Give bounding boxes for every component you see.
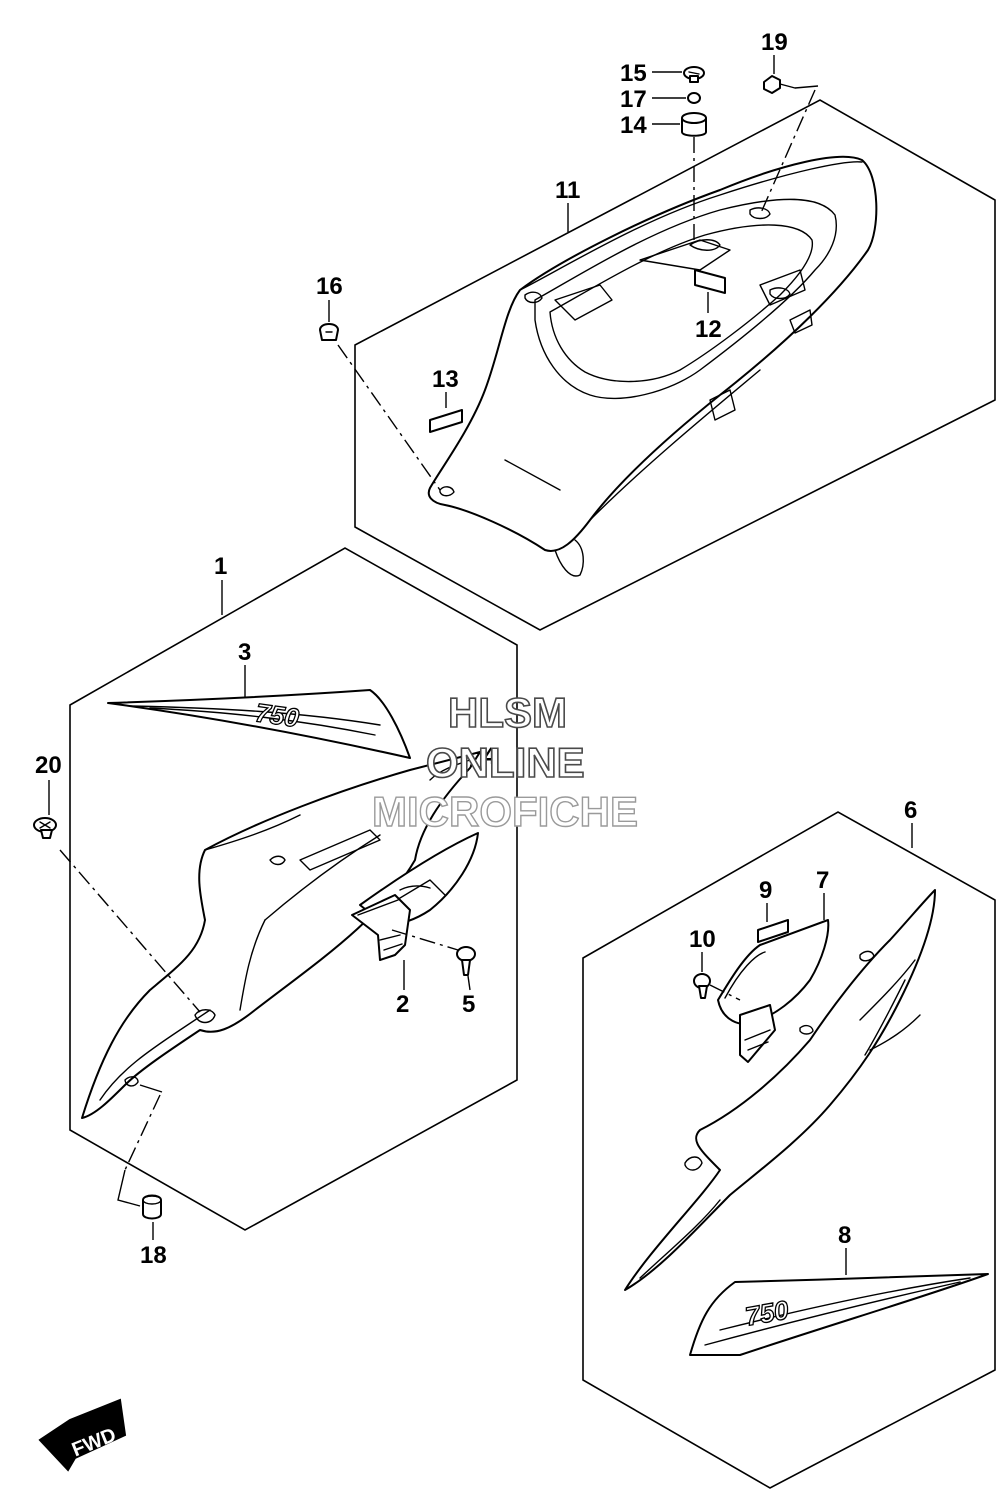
watermark-line-3: MICROFICHE <box>372 788 638 835</box>
callout-12: 12 <box>695 316 722 343</box>
decal-8-text: 750 <box>743 1294 791 1331</box>
callout-20: 20 <box>35 752 62 779</box>
label-plate-12 <box>694 269 726 294</box>
callout-16: 16 <box>316 273 343 300</box>
seat-tail-cover[interactable] <box>427 155 878 577</box>
alignment-line-19 <box>759 89 816 216</box>
callout-11: 11 <box>555 177 580 204</box>
leader-5 <box>467 975 471 991</box>
bolt-20[interactable] <box>33 817 57 839</box>
alignment-line-10 <box>709 984 741 1001</box>
callout-2: 2 <box>396 991 409 1018</box>
alignment-line-16 <box>337 344 441 491</box>
grommet-18[interactable] <box>142 1194 162 1220</box>
seat-tail-cover-frame <box>354 99 996 631</box>
washer-17[interactable] <box>687 92 701 104</box>
callout-10: 10 <box>689 926 716 953</box>
callout-19: 19 <box>761 29 788 56</box>
callout-3: 3 <box>238 639 251 666</box>
label-plate-13 <box>429 409 463 433</box>
callout-8: 8 <box>838 1222 851 1249</box>
callout-6: 6 <box>904 797 917 824</box>
grommet-14[interactable] <box>681 112 707 137</box>
callout-18: 18 <box>140 1242 167 1269</box>
alignment-line-18-b <box>117 1169 141 1207</box>
decal-3-text: 750 <box>254 697 302 733</box>
alignment-line-18 <box>124 1094 161 1171</box>
clip-2[interactable] <box>351 894 411 961</box>
watermark-line-1: HLSM <box>448 689 567 736</box>
right-frame-cover-frame <box>582 811 996 1489</box>
callout-5: 5 <box>462 991 475 1018</box>
decal-3[interactable]: 750 <box>107 689 411 759</box>
callout-14: 14 <box>620 112 647 139</box>
decal-8[interactable]: 750 <box>689 1273 989 1356</box>
screw-10[interactable] <box>693 973 711 999</box>
frame-cover-left[interactable] <box>81 751 481 1119</box>
cover-7[interactable] <box>717 919 830 1063</box>
callout-7: 7 <box>816 867 829 894</box>
callout-17: 17 <box>620 86 647 113</box>
leader-4 <box>469 764 486 769</box>
alignment-line-20 <box>59 849 201 1013</box>
alignment-line-18-c <box>139 1084 163 1093</box>
bolt-19[interactable] <box>763 75 796 94</box>
forward-direction-arrow: FWD <box>38 1398 127 1472</box>
frame-cover-right[interactable] <box>624 889 936 1291</box>
screw-5[interactable] <box>456 946 476 976</box>
callout-4: 4 <box>483 743 497 770</box>
alignment-line-5 <box>391 929 459 951</box>
bolt-16[interactable] <box>319 323 339 341</box>
callout-1: 1 <box>214 553 227 580</box>
screw-15[interactable] <box>683 66 705 83</box>
callout-15: 15 <box>620 60 647 87</box>
callout-13: 13 <box>432 366 459 393</box>
alignment-line-19-top <box>794 85 819 89</box>
left-frame-cover-frame <box>69 547 518 1231</box>
watermark-line-2: ONLINE <box>426 739 585 786</box>
label-plate-9 <box>757 919 789 943</box>
callout-9: 9 <box>759 877 772 904</box>
